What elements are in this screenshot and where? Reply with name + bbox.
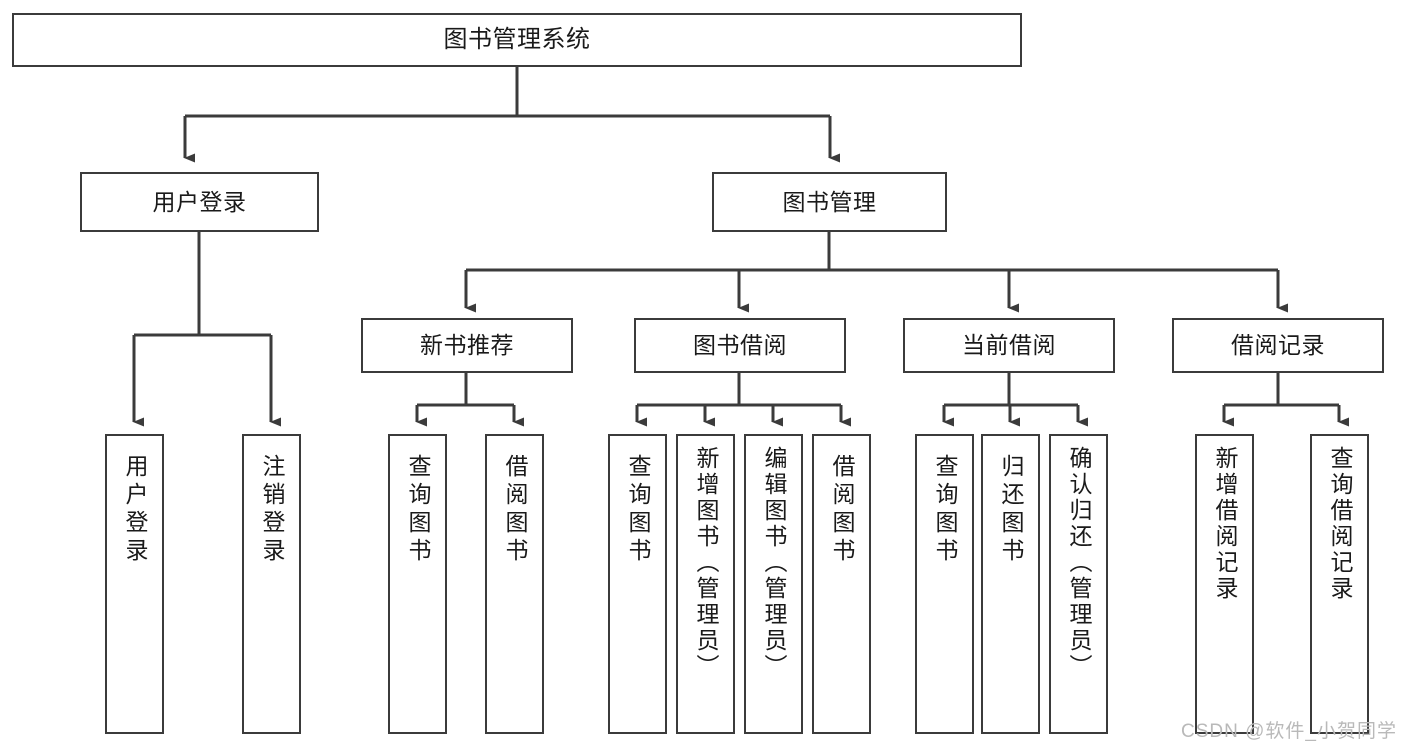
node-label: 图书借阅 xyxy=(693,332,787,359)
leaf-record-add-borrow-record[interactable]: 新增借阅记录 xyxy=(1195,434,1254,734)
leaf-borrow-borrow-book[interactable]: 借阅图书 xyxy=(812,434,871,734)
leaf-current-return-book[interactable]: 归还图书 xyxy=(981,434,1040,734)
node-user-login[interactable]: 用户登录 xyxy=(80,172,319,232)
node-label: 查询图书 xyxy=(625,454,651,566)
node-label: 查询图书 xyxy=(932,454,958,566)
node-label: 当前借阅 xyxy=(962,332,1056,359)
watermark-text: CSDN @软件_小贺同学 xyxy=(1181,721,1397,742)
leaf-user-login[interactable]: 用户登录 xyxy=(105,434,164,734)
leaf-current-query-book[interactable]: 查询图书 xyxy=(915,434,974,734)
node-new-book-recommend[interactable]: 新书推荐 xyxy=(361,318,573,373)
node-label: 编辑图书（管理员） xyxy=(761,446,787,680)
node-borrow-record[interactable]: 借阅记录 xyxy=(1172,318,1384,373)
leaf-borrow-query-book[interactable]: 查询图书 xyxy=(608,434,667,734)
node-label: 图书管理系统 xyxy=(443,26,591,54)
leaf-borrow-edit-book-admin[interactable]: 编辑图书（管理员） xyxy=(744,434,803,734)
node-book-management[interactable]: 图书管理 xyxy=(712,172,947,232)
node-label: 新书推荐 xyxy=(420,332,514,359)
node-label: 用户登录 xyxy=(152,188,247,215)
node-label: 注销登录 xyxy=(259,454,285,566)
node-label: 查询图书 xyxy=(405,454,431,566)
leaf-recommend-borrow-book[interactable]: 借阅图书 xyxy=(485,434,544,734)
node-book-borrow[interactable]: 图书借阅 xyxy=(634,318,846,373)
node-label: 借阅图书 xyxy=(829,454,855,566)
leaf-borrow-add-book-admin[interactable]: 新增图书（管理员） xyxy=(676,434,735,734)
node-label: 新增借阅记录 xyxy=(1212,446,1238,602)
node-label: 用户登录 xyxy=(122,454,148,566)
node-current-borrow[interactable]: 当前借阅 xyxy=(903,318,1115,373)
node-label: 确认归还（管理员） xyxy=(1066,446,1092,680)
node-root-system[interactable]: 图书管理系统 xyxy=(12,13,1022,67)
node-label: 借阅记录 xyxy=(1231,332,1325,359)
node-label: 借阅图书 xyxy=(502,454,528,566)
leaf-recommend-query-book[interactable]: 查询图书 xyxy=(388,434,447,734)
node-label: 图书管理 xyxy=(782,188,877,215)
leaf-record-query-borrow-record[interactable]: 查询借阅记录 xyxy=(1310,434,1369,734)
node-label: 新增图书（管理员） xyxy=(693,446,719,680)
node-label: 归还图书 xyxy=(998,454,1024,566)
leaf-user-logout[interactable]: 注销登录 xyxy=(242,434,301,734)
leaf-current-confirm-return-admin[interactable]: 确认归还（管理员） xyxy=(1049,434,1108,734)
node-label: 查询借阅记录 xyxy=(1327,446,1353,602)
